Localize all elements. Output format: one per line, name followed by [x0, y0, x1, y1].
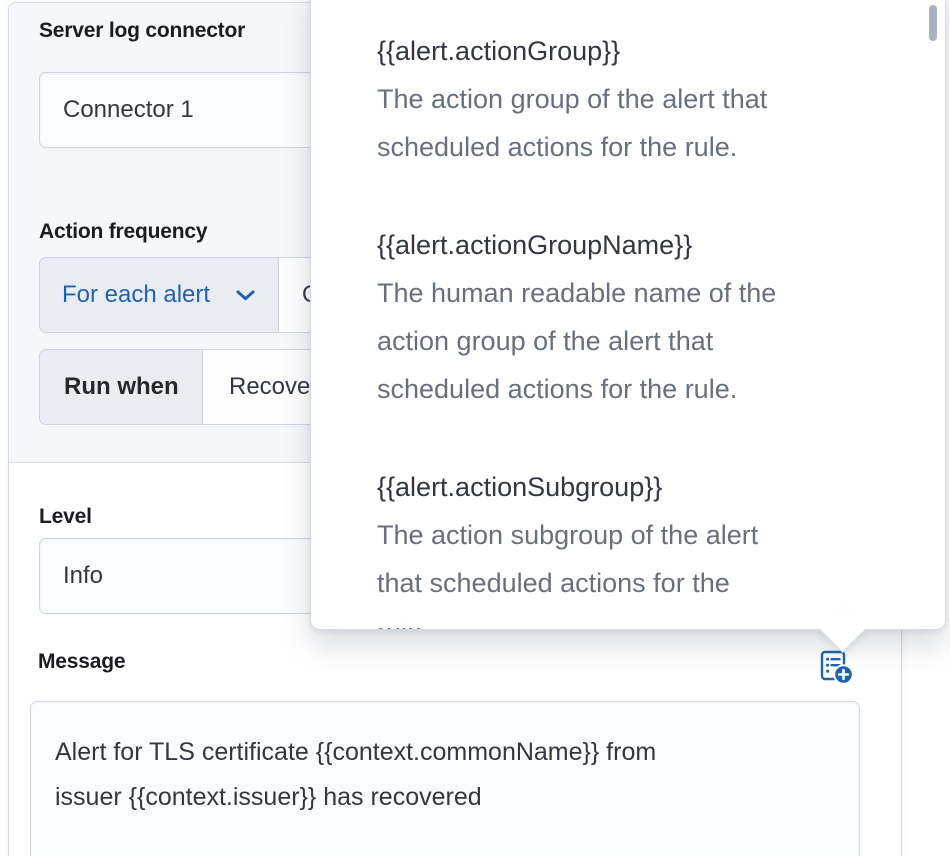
variable-description-line: action group of the alert that — [377, 326, 714, 356]
run-when-label: Run when — [64, 373, 179, 400]
action-frequency-label: Action frequency — [39, 220, 208, 243]
variable-list-item[interactable]: {{alert.actionGroup}} The action group o… — [377, 27, 875, 171]
action-frequency-select-value: For each alert — [62, 281, 211, 308]
level-select-value: Info — [63, 562, 104, 589]
variable-description-line: that scheduled actions for the — [377, 568, 730, 598]
message-line: issuer {{context.issuer}} has recovered — [55, 783, 482, 811]
variable-list-item[interactable]: {{alert.actionSubgroup}} The action subg… — [377, 463, 875, 629]
variable-name: {{alert.actionGroup}} — [377, 36, 621, 66]
variable-name: {{alert.actionSubgroup}} — [377, 472, 663, 502]
connector-select-value: Connector 1 — [63, 96, 194, 123]
variable-description-line: The human readable name of the — [377, 278, 777, 308]
variables-popover: {{alert.actionGroup}} The action group o… — [310, 0, 946, 653]
chevron-down-icon — [236, 290, 255, 301]
popover-scrollbar-thumb[interactable] — [929, 5, 937, 41]
add-variable-button[interactable] — [816, 648, 856, 688]
variable-description-line: scheduled actions for the rule. — [377, 132, 738, 162]
message-textarea[interactable]: Alert for TLS certificate {{context.comm… — [30, 701, 860, 856]
variable-description-line: The action group of the alert that — [377, 84, 768, 114]
variable-description-line: scheduled actions for the rule. — [377, 374, 738, 404]
variable-list-item[interactable]: {{alert.actionGroupName}} The human read… — [377, 221, 875, 413]
action-frequency-select[interactable]: For each alert — [40, 258, 279, 332]
run-when-prepend: Run when — [40, 350, 203, 424]
variables-popover-body: {{alert.actionGroup}} The action group o… — [310, 0, 946, 630]
add-variable-icon — [818, 649, 854, 688]
variable-description-line: rule. — [377, 607, 875, 629]
level-label: Level — [39, 505, 92, 528]
message-label: Message — [38, 650, 126, 673]
variable-description-line: The action subgroup of the alert — [377, 520, 759, 550]
variable-name: {{alert.actionGroupName}} — [377, 230, 693, 260]
connector-section-title: Server log connector — [39, 19, 246, 42]
message-line: Alert for TLS certificate {{context.comm… — [55, 738, 657, 766]
